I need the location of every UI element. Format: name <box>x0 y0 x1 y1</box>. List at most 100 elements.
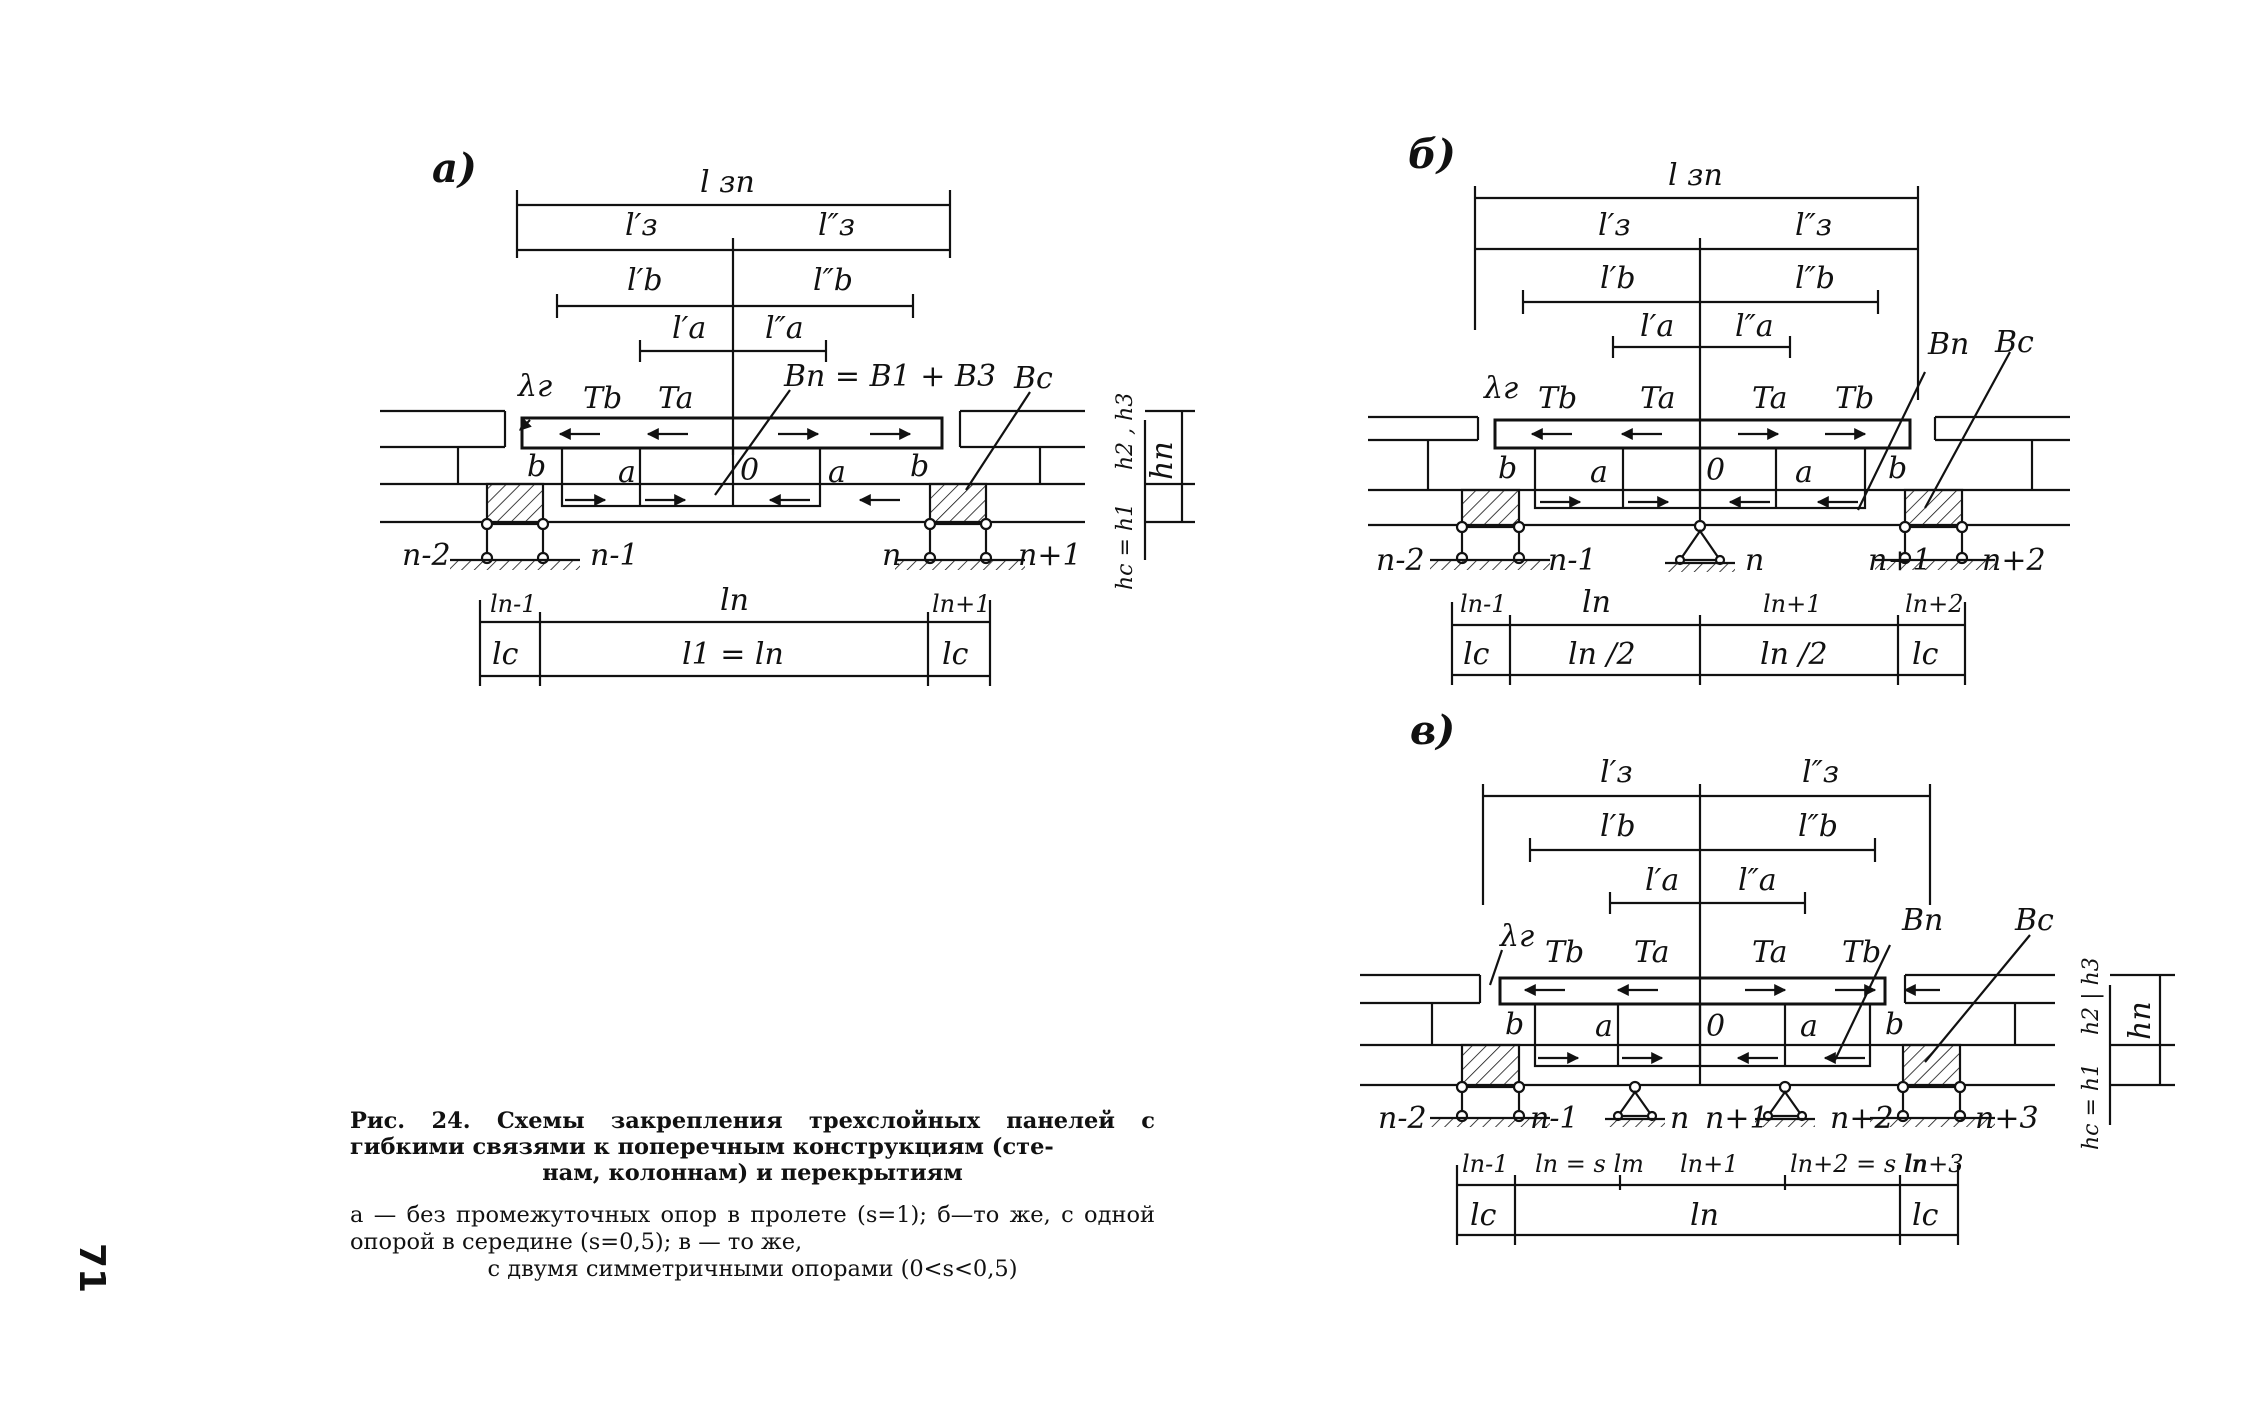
label-tb-right-c: Tb <box>1842 935 1881 970</box>
panel-a: a) l зп l′з l″з l′b l″b l′a <box>380 145 1195 686</box>
label-bn-c: Bп <box>1901 903 1943 938</box>
node-n-b: n <box>1745 543 1764 578</box>
label-lzp-b: l зп <box>1668 158 1723 193</box>
leader-bc-c <box>1924 934 2031 1063</box>
point-b-left-c: b <box>1505 1007 1524 1042</box>
label-ta-left-b: Ta <box>1640 381 1676 416</box>
label-lbp-b: l′b <box>1600 261 1636 296</box>
node-np1-b: n+1 <box>1868 543 1932 578</box>
point-o-b: 0 <box>1706 453 1725 488</box>
columns-a <box>450 517 1025 570</box>
label-half-left-b: ln /2 <box>1568 637 1636 672</box>
label-lambda-b: λг <box>1483 371 1518 406</box>
label-lambda-c: λг <box>1499 919 1534 954</box>
label-ln1p-c: ln+1 <box>1680 1150 1739 1178</box>
page-number: 71 <box>71 1242 112 1294</box>
label-l3p-b: l′з <box>1598 208 1631 243</box>
node-n2-c: n-2 <box>1378 1101 1427 1136</box>
dim-l3-a: l′з l″з <box>517 208 950 455</box>
dim-la-c: l′a l″a <box>1608 863 1807 914</box>
label-lapp-c: l″a <box>1738 863 1777 898</box>
support-left-b <box>1460 488 1521 529</box>
columns-c <box>1430 1080 1995 1127</box>
label-bc-a: Bc <box>1013 361 1053 396</box>
force-arrows-c <box>1523 984 1940 1064</box>
label-half-right-b: ln /2 <box>1760 637 1828 672</box>
label-lambda-a: λг <box>517 369 552 404</box>
point-b-left-b: b <box>1498 451 1517 486</box>
point-b-right-c: b <box>1885 1007 1904 1042</box>
label-ln1p-a: ln+1 <box>932 590 991 618</box>
label-bc-b: Bc <box>1994 325 2034 360</box>
node-n-a: n <box>882 538 901 573</box>
label-h2h3-a: h2 , h3 <box>1113 393 1138 470</box>
caption-note-main: а — без промежуточных опор в пролете (s=… <box>350 1202 1155 1255</box>
label-l3pp-c: l″з <box>1802 755 1839 790</box>
node-np3-c: n+3 <box>1975 1101 2039 1136</box>
label-lc-right-a: lc <box>942 637 969 672</box>
node-np1-a: n+1 <box>1018 538 1082 573</box>
label-hc-c: hс = h1 <box>2079 1063 2104 1150</box>
panel-b-tag: б) <box>1408 131 1456 178</box>
support-left-a <box>485 482 545 526</box>
point-a-left-b: a <box>1590 455 1608 490</box>
caption-note-last: с двумя симметричными опорами (0<s<0,5) <box>487 1256 1018 1282</box>
bottom-dims-b: ln-1 ln ln+1 ln+2 lc ln /2 ln /2 lc <box>1450 585 1967 685</box>
label-ta-right-c: Ta <box>1752 935 1788 970</box>
label-lap-c: l′a <box>1645 863 1679 898</box>
columns-b <box>1430 519 1995 572</box>
dim-lzp-b: l зп <box>1473 158 1920 400</box>
leader-bn-a <box>714 389 791 496</box>
point-a-right-b: a <box>1795 455 1813 490</box>
leader-bc-b <box>1924 351 2011 509</box>
panel-a-tag: a) <box>432 145 477 192</box>
point-b-right-a: b <box>910 449 929 484</box>
caption-title: Рис. 24. Схемы закрепления трехслойных п… <box>350 1108 1155 1186</box>
label-ln-a: ln <box>720 583 749 618</box>
label-hc-a: hс = h1 <box>1113 503 1138 590</box>
leader-lambda-c <box>1488 949 1504 986</box>
label-tb-right-b: Tb <box>1835 381 1874 416</box>
label-l3p-c: l′з <box>1600 755 1633 790</box>
label-ln1-b: ln-1 <box>1460 590 1507 618</box>
node-n2-b: n-2 <box>1376 543 1425 578</box>
bottom-dims-a: ln-1 ln ln+1 lc l1 = ln lc <box>478 583 992 686</box>
panel-c-tag: в) <box>1410 707 1455 754</box>
node-n1-b: n-1 <box>1548 543 1597 578</box>
dim-lb-b: l′b l″b <box>1521 261 1880 314</box>
node-np2-b: n+2 <box>1982 543 2046 578</box>
label-lc-left-a: lc <box>492 637 519 672</box>
force-arrows-b <box>1530 428 1867 508</box>
point-o-a: 0 <box>740 453 759 488</box>
label-lbp-c: l′b <box>1600 809 1636 844</box>
label-lc-right-b: lc <box>1912 637 1939 672</box>
dim-lb-a: l′b l″b <box>555 263 915 318</box>
node-n2-a: n-2 <box>402 538 451 573</box>
node-n1-a: n-1 <box>590 538 639 573</box>
support-right-a <box>928 482 988 526</box>
label-ln3p-c: ln+3 <box>1905 1150 1964 1178</box>
support-right-b <box>1903 488 1964 529</box>
label-l3p-a: l′з <box>625 208 658 243</box>
node-n1-c: n-1 <box>1530 1101 1579 1136</box>
label-ln2p-b: ln+2 <box>1905 590 1964 618</box>
label-hn-c: hп <box>2123 1001 2158 1040</box>
label-h2h3-c: h2 | h3 <box>2079 957 2104 1035</box>
point-o-c: 0 <box>1706 1009 1725 1044</box>
dim-l3-b: l′з l″з <box>1475 208 1918 520</box>
caption-note: а — без промежуточных опор в пролете (s=… <box>350 1202 1155 1283</box>
label-bc-c: Bc <box>2014 903 2054 938</box>
label-lbp-a: l′b <box>627 263 663 298</box>
panel-b: б) l зп l′з l″з l′b l″b l′a l″a <box>1368 131 2070 685</box>
leader-bn-c <box>1834 944 1891 1061</box>
label-tb-c: Tb <box>1545 935 1584 970</box>
label-lbpp-a: l″b <box>813 263 853 298</box>
label-ln-b: ln <box>1582 585 1611 620</box>
label-ta-left-c: Ta <box>1634 935 1670 970</box>
label-lap-b: l′a <box>1640 309 1674 344</box>
label-ln1-a: ln-1 <box>490 590 537 618</box>
node-np2-c: n+2 <box>1830 1101 1894 1136</box>
label-ln-c: ln <box>1690 1198 1719 1233</box>
point-b-right-b: b <box>1888 451 1907 486</box>
